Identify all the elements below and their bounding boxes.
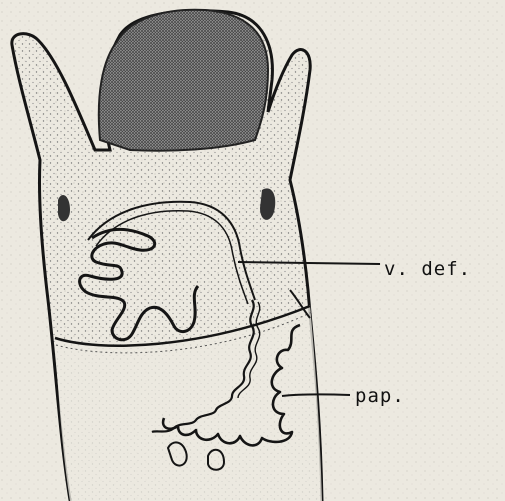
central-lobe: [99, 10, 268, 151]
label-papillae: pap.: [355, 385, 405, 407]
label-vas-deferens: v. def.: [384, 258, 471, 280]
